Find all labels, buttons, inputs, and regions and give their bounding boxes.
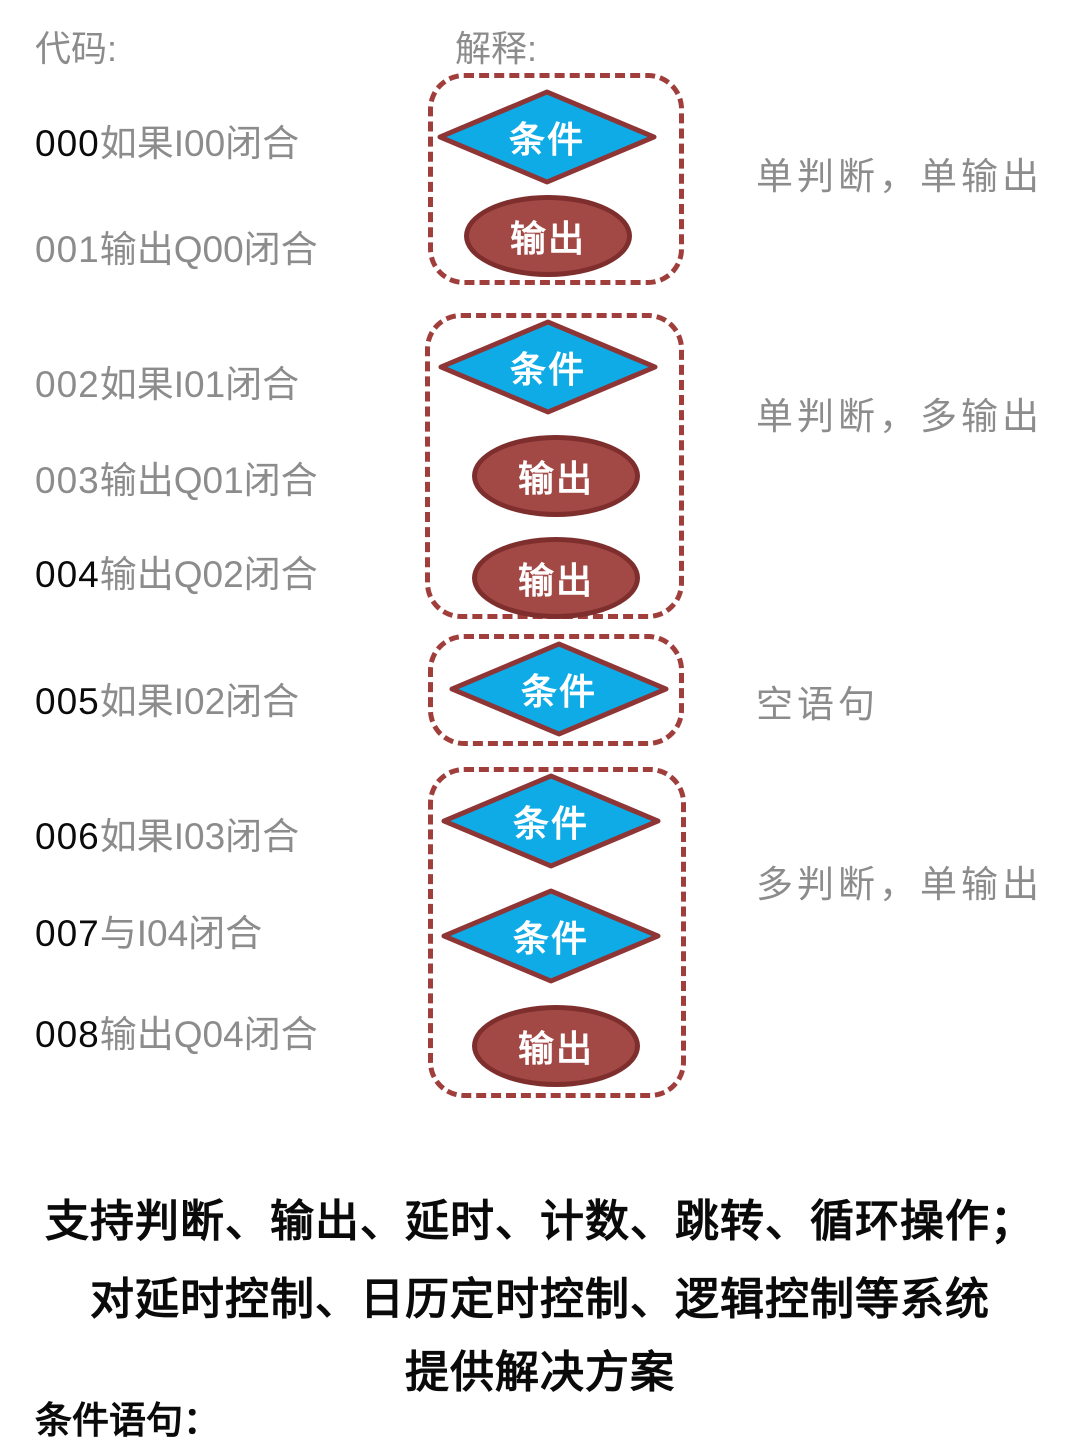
line-text: 输出Q00闭合: [99, 229, 318, 270]
condition-diamond: 条件: [437, 318, 659, 416]
explain-column-label: 解释:: [455, 28, 538, 69]
output-label: 输出: [517, 1028, 594, 1069]
condition-diamond: 条件: [436, 88, 658, 186]
annotation-single-judge-multi-output: 单判断，多输出: [756, 396, 1043, 437]
condition-diamond: 条件: [448, 640, 670, 738]
line-text: 如果I01闭合: [99, 364, 300, 405]
footer-line-3: 提供解决方案: [405, 1348, 675, 1397]
flow-group-empty-statement: 条件: [428, 634, 684, 746]
line-number: 001: [35, 229, 100, 270]
flow-group-single-judge-multi-output: 条件 输出 输出: [425, 313, 684, 619]
code-column-label: 代码:: [35, 28, 118, 69]
code-line-003: 003输出Q01闭合: [35, 450, 318, 504]
line-number: 008: [35, 1014, 100, 1055]
line-text: 如果I03闭合: [99, 816, 300, 857]
line-text: 输出Q02闭合: [99, 554, 318, 595]
output-ellipse: 输出: [472, 435, 640, 517]
condition-label: 条件: [512, 803, 589, 844]
line-number: 007: [35, 913, 100, 954]
diamond-shape-icon: [438, 319, 658, 415]
line-number: 006: [35, 816, 100, 857]
code-line-004: 004输出Q02闭合: [35, 544, 318, 598]
output-label: 输出: [517, 458, 594, 499]
code-line-008: 008输出Q04闭合: [35, 1004, 318, 1058]
line-text: 如果I02闭合: [99, 681, 300, 722]
line-number: 003: [35, 460, 100, 501]
line-number: 002: [35, 364, 100, 405]
diamond-shape-icon: [441, 773, 661, 869]
flow-group-multi-judge-single-output: 条件 条件 输出: [428, 767, 686, 1098]
diamond-shape-icon: [441, 888, 661, 984]
line-number: 000: [35, 123, 100, 164]
footer-line-1: 支持判断、输出、延时、计数、跳转、循环操作；: [45, 1197, 1035, 1246]
line-text: 输出Q04闭合: [99, 1014, 318, 1055]
diamond-shape-icon: [437, 89, 657, 185]
line-text: 输出Q01闭合: [99, 460, 318, 501]
diamond-shape-icon: [449, 641, 669, 737]
code-line-001: 001输出Q00闭合: [35, 219, 318, 273]
line-number: 005: [35, 681, 100, 722]
output-ellipse: 输出: [472, 1005, 640, 1087]
condition-label: 条件: [508, 119, 585, 160]
condition-label: 条件: [512, 918, 589, 959]
output-ellipse: 输出: [464, 195, 632, 277]
flow-group-single-judge-single-output: 条件 输出: [428, 73, 684, 285]
condition-diamond: 条件: [440, 772, 662, 870]
code-line-007: 007与I04闭合: [35, 903, 262, 957]
section-title-condition-statement: 条件语句：: [35, 1400, 220, 1438]
output-ellipse: 输出: [472, 537, 640, 619]
annotation-multi-judge-single-output: 多判断，单输出: [756, 864, 1043, 905]
line-number: 004: [35, 554, 100, 595]
code-line-000: 000如果I00闭合: [35, 113, 299, 167]
code-line-006: 006如果I03闭合: [35, 806, 299, 860]
annotation-empty-statement: 空语句: [756, 684, 879, 725]
condition-label: 条件: [509, 349, 586, 390]
line-text: 如果I00闭合: [99, 123, 300, 164]
condition-diamond: 条件: [440, 887, 662, 985]
line-text: 与I04闭合: [99, 913, 263, 954]
code-line-002: 002如果I01闭合: [35, 354, 299, 408]
annotation-single-judge-single-output: 单判断，单输出: [756, 156, 1043, 197]
output-label: 输出: [509, 218, 586, 259]
condition-label: 条件: [520, 671, 597, 712]
output-label: 输出: [517, 560, 594, 601]
footer-line-2: 对延时控制、日历定时控制、逻辑控制等系统: [90, 1275, 990, 1324]
code-line-005: 005如果I02闭合: [35, 671, 299, 725]
